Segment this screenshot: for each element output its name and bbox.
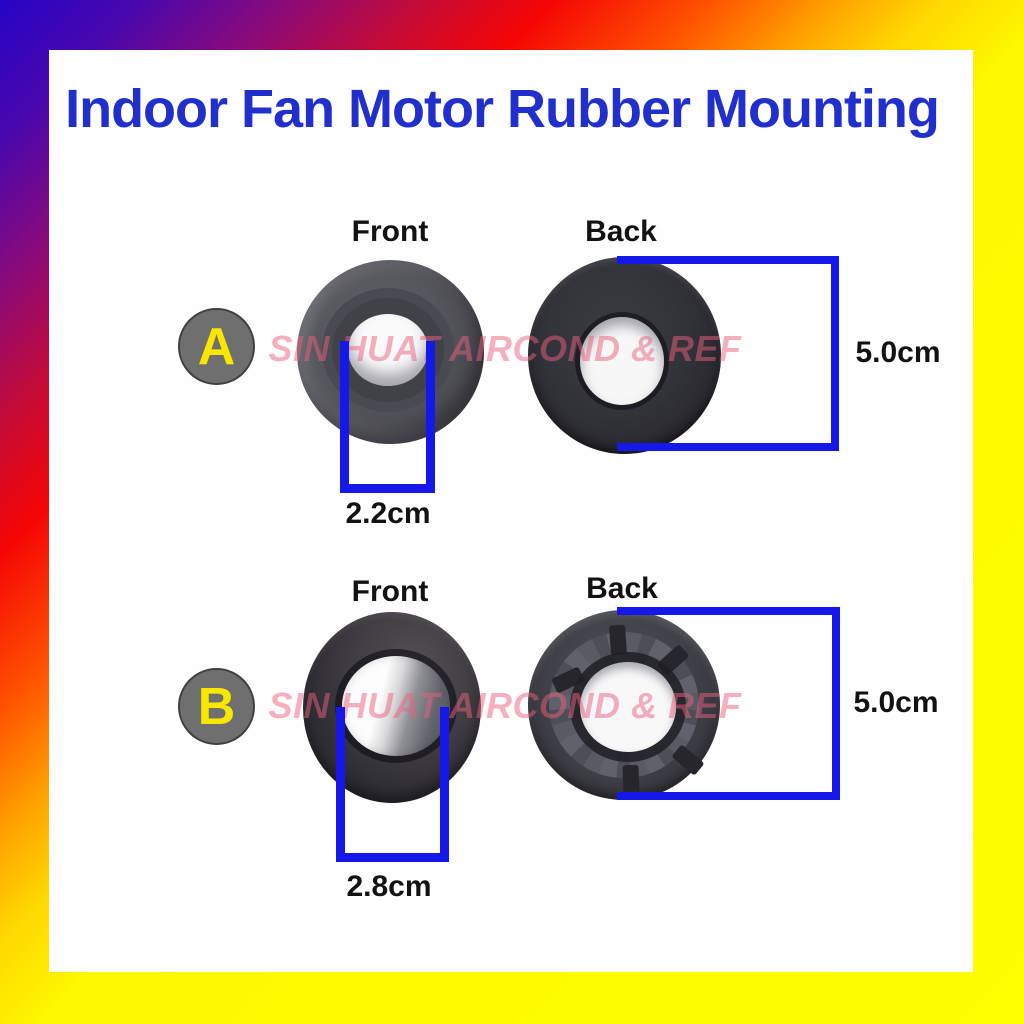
page-title: Indoor Fan Motor Rubber Mounting bbox=[65, 79, 940, 139]
photo-a-back-center-hole bbox=[580, 317, 664, 405]
dimension-label-b-width: 2.8cm bbox=[346, 870, 432, 903]
dimension-bracket-a-width bbox=[340, 341, 435, 493]
back-label-b: Back bbox=[586, 572, 658, 605]
photo-a-front-rubber-mount bbox=[297, 260, 484, 444]
badge-b: B bbox=[178, 668, 255, 745]
badge-b-letter: B bbox=[197, 677, 236, 736]
dimension-bracket-b-width bbox=[336, 707, 449, 862]
front-label-b: Front bbox=[351, 575, 429, 608]
badge-a: A bbox=[178, 308, 255, 385]
photo-b-back-rubber-mount bbox=[528, 610, 720, 800]
photo-b-back-center-hole bbox=[580, 662, 676, 752]
front-label-a: Front bbox=[351, 215, 429, 248]
dimension-bracket-a-height bbox=[617, 256, 839, 451]
dimension-label-a-height: 5.0cm bbox=[855, 336, 941, 369]
dimension-label-b-height: 5.0cm bbox=[853, 686, 939, 719]
photo-b-front-center-hole bbox=[342, 656, 450, 756]
back-label-a: Back bbox=[585, 215, 657, 248]
product-card bbox=[49, 50, 973, 972]
photo-b-front-rubber-mount bbox=[303, 612, 481, 803]
dimension-label-a-width: 2.2cm bbox=[345, 497, 431, 530]
dimension-bracket-b-height bbox=[617, 607, 840, 800]
photo-a-back-rubber-mount bbox=[528, 257, 721, 454]
photo-a-front-center-hole bbox=[348, 314, 428, 386]
badge-a-letter: A bbox=[197, 317, 236, 376]
watermark-text-b: SIN HUAT AIRCOND & REF bbox=[268, 685, 742, 726]
